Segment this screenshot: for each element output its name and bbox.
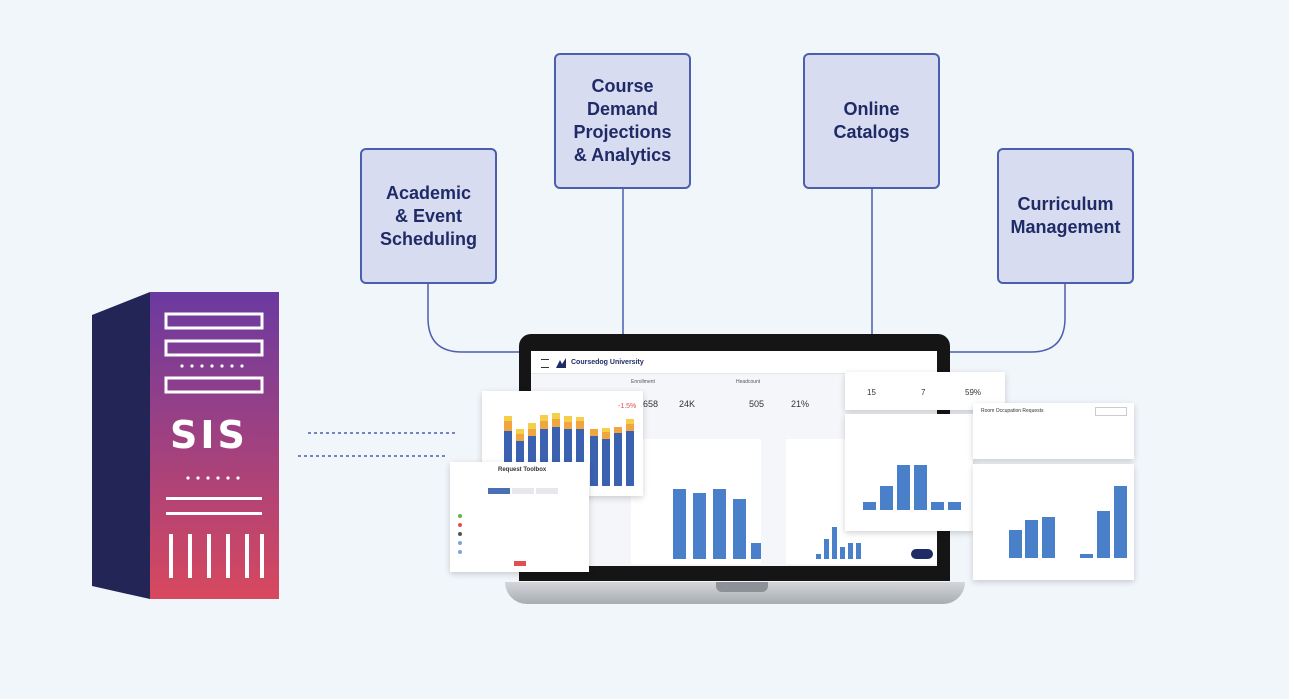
app-header: Coursedog University [531,351,937,374]
laptop-notch [716,582,768,592]
panel-button[interactable] [1095,407,1127,416]
chart-bar [840,547,845,559]
toolbox-tab[interactable] [488,488,510,494]
chart-bar [1042,517,1055,558]
kpi-value: 505 [749,399,765,409]
chart-bar [848,543,853,559]
kpi-value: 658 [643,399,659,409]
stat-value: 15 [867,388,876,397]
logo-icon [556,358,566,368]
toolbox-tab[interactable] [512,488,534,494]
chart-bar [824,539,829,559]
chart-bar [751,543,761,559]
status-dot [458,550,462,554]
status-dot [458,523,462,527]
status-dot [458,532,462,536]
menu-icon [541,359,549,368]
chart-bar [713,489,726,559]
chart-bar [1080,554,1093,558]
status-dot [458,514,462,518]
kpi-label-enrollment: Enrollment [631,379,655,385]
chart-bar [856,543,861,559]
stat-value: 59% [965,388,982,397]
main-chart-panel [631,439,761,564]
toolbox-tab[interactable] [536,488,558,494]
chart-bar [693,493,706,559]
action-button[interactable] [911,549,933,559]
chart-bar [1097,511,1110,558]
chart-bar [816,554,821,559]
popup-request-toolbox: Request Toolbox [450,462,589,572]
request-toolbox-title: Request Toolbox [498,467,547,473]
node-academic-scheduling: Academic & Event Scheduling [360,148,497,284]
change-value: -1.5% [618,403,637,410]
popup-distribution-chart [845,414,973,531]
stat-value: 7 [921,388,926,397]
app-name: Coursedog University [571,359,644,366]
laptop-base [505,582,965,604]
chart-bar [733,499,746,559]
chart-bar [1025,520,1038,558]
alert-badge [514,561,526,566]
chart-bar [914,465,927,510]
server-icon [92,292,279,599]
node-curriculum-management: Curriculum Management [997,148,1134,284]
node-course-demand: Course Demand Projections & Analytics [554,53,691,189]
chart-bar [1009,530,1022,558]
node-online-catalogs: Online Catalogs [803,53,940,189]
chart-bar [897,465,910,510]
server-label: SIS [170,413,248,457]
chart-bar [673,489,686,559]
status-dot [458,541,462,545]
chart-bar [863,502,876,510]
chart-bar [832,527,837,559]
kpi-value: 21% [791,399,810,409]
chart-bar [880,486,893,510]
popup-room-requests: Room Occupation Requests [973,403,1134,459]
room-request-title: Room Occupation Requests [981,408,1044,414]
popup-bar-chart [973,464,1134,580]
chart-bar [1114,486,1127,558]
chart-bar [948,502,961,510]
chart-bar [931,502,944,510]
kpi-value: 24K [679,399,696,409]
kpi-label-headcount: Headcount [736,379,761,385]
